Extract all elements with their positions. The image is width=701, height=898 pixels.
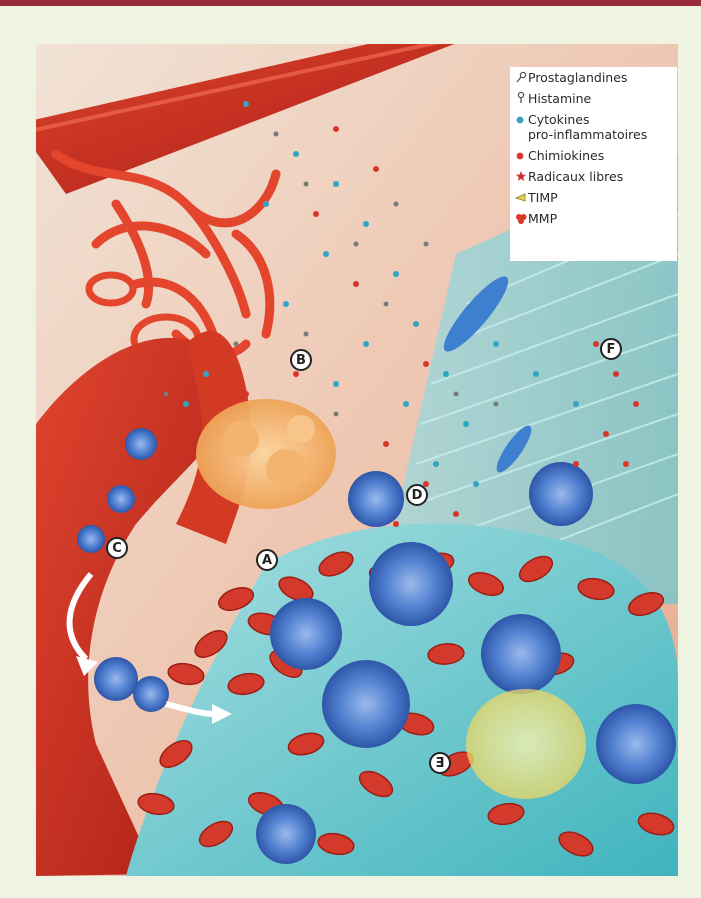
illustration-panel: Prostaglandines Histamine Cytokines pro-… xyxy=(36,44,678,876)
mmp-icon xyxy=(515,211,528,226)
top-rule xyxy=(0,0,701,6)
legend-item-radicaux-libres: Radicaux libres xyxy=(515,169,673,184)
marker-d: D xyxy=(406,484,428,506)
legend-label: Chimiokines xyxy=(528,148,604,163)
histamine-icon xyxy=(515,91,528,106)
legend-item-mmp: MMP xyxy=(515,211,673,226)
legend-label: Prostaglandines xyxy=(528,70,627,85)
free-radical-icon xyxy=(515,169,528,184)
chemokine-icon xyxy=(515,148,528,163)
legend-item-prostaglandines: Prostaglandines xyxy=(515,70,673,85)
legend-label: Radicaux libres xyxy=(528,169,623,184)
prostaglandin-icon xyxy=(515,70,528,85)
legend-item-cytokines: Cytokines pro-inflammatoires xyxy=(515,112,673,142)
cytokine-icon xyxy=(515,112,528,127)
marker-f: F xyxy=(600,338,622,360)
legend-label: Cytokines pro-inflammatoires xyxy=(528,112,647,142)
legend-label: TIMP xyxy=(528,190,558,205)
marker-c: C xyxy=(106,537,128,559)
legend-label: Histamine xyxy=(528,91,591,106)
marker-a: A xyxy=(256,549,278,571)
legend-item-chimiokines: Chimiokines xyxy=(515,148,673,163)
legend-item-histamine: Histamine xyxy=(515,91,673,106)
legend-label: MMP xyxy=(528,211,557,226)
marker-b: B xyxy=(290,349,312,371)
legend: Prostaglandines Histamine Cytokines pro-… xyxy=(510,67,677,261)
marker-e: E xyxy=(429,752,451,774)
legend-item-timp: TIMP xyxy=(515,190,673,205)
timp-icon xyxy=(515,190,528,205)
